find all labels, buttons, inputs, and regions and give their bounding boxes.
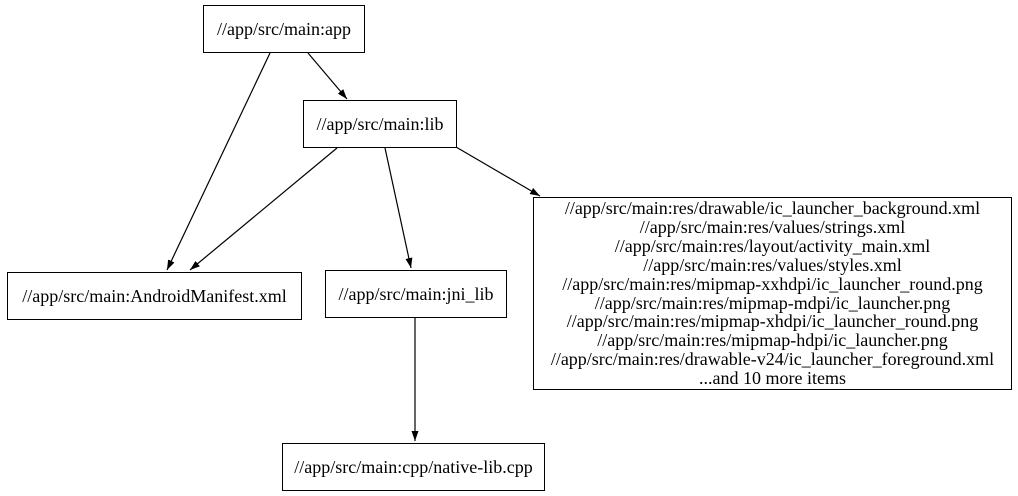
- node-res-group: //app/src/main:res/drawable/ic_launcher_…: [533, 197, 1012, 390]
- node-app: //app/src/main:app: [203, 5, 365, 53]
- res-group-more-items: ...and 10 more items: [699, 368, 846, 389]
- node-lib: //app/src/main:lib: [303, 100, 457, 148]
- edge-lib-to-jni-lib: [384, 147, 413, 269]
- node-jni-lib-label: //app/src/main:jni_lib: [338, 283, 494, 304]
- res-group-line: //app/src/main:res/mipmap-mdpi/ic_launch…: [594, 292, 951, 313]
- edge-lib-to-android-manifest: [189, 147, 338, 271]
- node-lib-label: //app/src/main:lib: [316, 113, 444, 134]
- res-group-line: //app/src/main:res/mipmap-hdpi/ic_launch…: [597, 330, 948, 351]
- res-group-line: //app/src/main:res/drawable-v24/ic_launc…: [550, 349, 995, 370]
- res-group-line: //app/src/main:res/mipmap-xxhdpi/ic_laun…: [562, 273, 983, 294]
- node-native-lib-cpp-label: //app/src/main:cpp/native-lib.cpp: [294, 456, 533, 477]
- node-android-manifest: //app/src/main:AndroidManifest.xml: [7, 272, 302, 320]
- res-group-line: //app/src/main:res/values/strings.xml: [639, 216, 906, 237]
- res-group-line: //app/src/main:res/drawable/ic_launcher_…: [564, 197, 981, 218]
- edge-lib-to-res-group: [455, 146, 541, 197]
- res-group-line: //app/src/main:res/mipmap-xhdpi/ic_launc…: [566, 311, 979, 332]
- node-native-lib-cpp: //app/src/main:cpp/native-lib.cpp: [282, 443, 545, 491]
- node-app-label: //app/src/main:app: [217, 18, 351, 39]
- res-group-line: //app/src/main:res/values/styles.xml: [643, 254, 902, 275]
- node-android-manifest-label: //app/src/main:AndroidManifest.xml: [22, 285, 287, 306]
- edge-app-to-android-manifest: [166, 52, 271, 271]
- node-jni-lib: //app/src/main:jni_lib: [325, 270, 507, 318]
- edge-app-to-lib: [307, 52, 348, 100]
- res-group-line: //app/src/main:res/layout/activity_main.…: [614, 235, 931, 256]
